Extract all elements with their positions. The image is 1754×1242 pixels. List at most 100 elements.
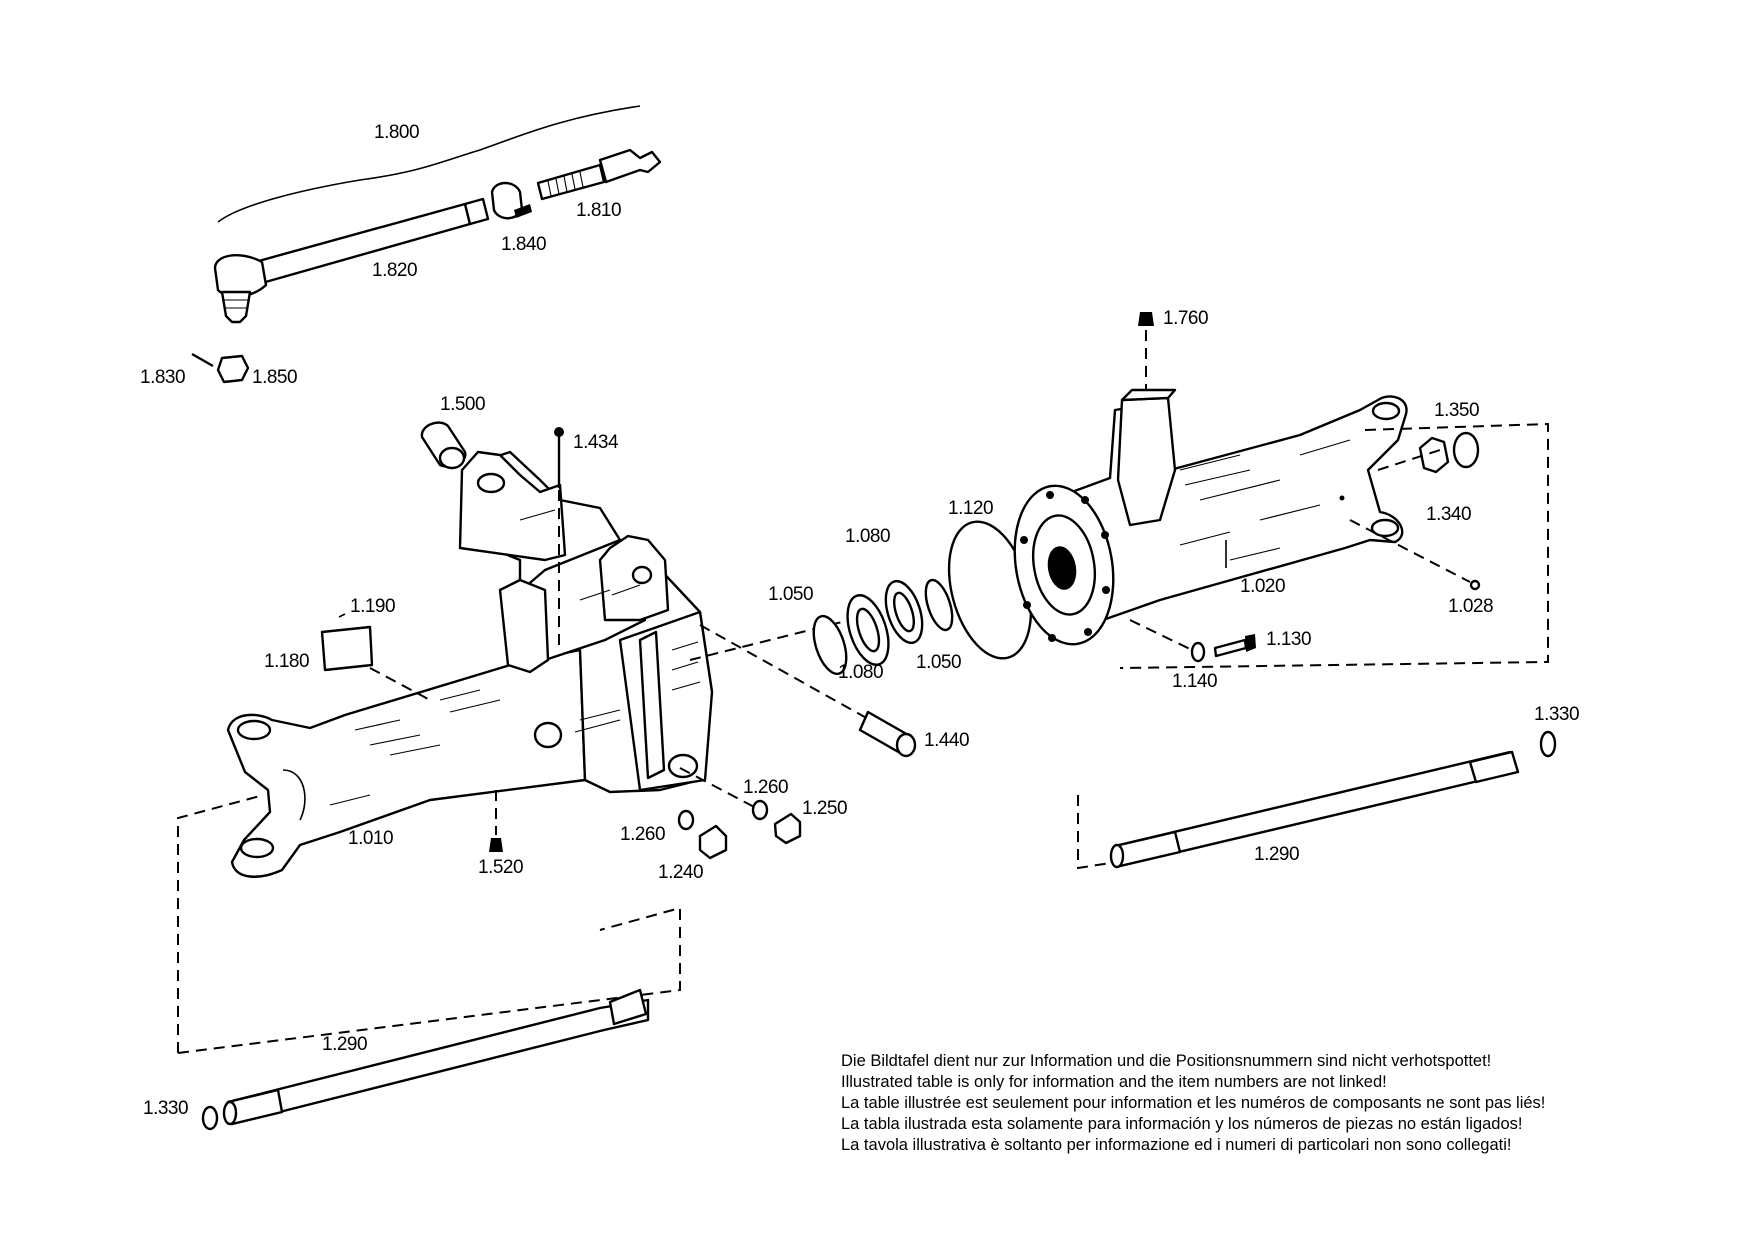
label-1010: 1.010 bbox=[348, 828, 393, 849]
screw-head-1434 bbox=[554, 427, 564, 437]
label-1260-b: 1.260 bbox=[743, 777, 788, 798]
thread-3 bbox=[563, 175, 568, 193]
screw-1520 bbox=[489, 838, 503, 852]
tie-rod-assembly bbox=[191, 105, 662, 384]
label-1850: 1.850 bbox=[252, 367, 297, 388]
label-1028: 1.028 bbox=[1448, 596, 1493, 617]
hub-parts bbox=[689, 520, 1033, 758]
cotter-pin bbox=[191, 352, 214, 368]
washer-1050b bbox=[924, 578, 954, 632]
label-1240: 1.240 bbox=[658, 862, 703, 883]
ring-1350 bbox=[1452, 431, 1480, 469]
left-housing-small-parts bbox=[320, 421, 802, 860]
disclaimer-line-fr: La table illustrée est seulement pour in… bbox=[841, 1094, 1546, 1112]
label-1810: 1.810 bbox=[576, 200, 621, 221]
screw-1760 bbox=[1138, 312, 1154, 326]
castle-nut bbox=[216, 354, 250, 384]
plug-1028 bbox=[1469, 579, 1481, 591]
plate-1180 bbox=[320, 625, 374, 672]
label-1250: 1.250 bbox=[802, 798, 847, 819]
part-number-labels: 1.800 1.810 1.840 1.820 1.830 1.850 1.50… bbox=[140, 122, 1580, 1119]
drain-hole bbox=[667, 753, 699, 779]
upper-kingpin-eye bbox=[236, 719, 272, 741]
right-shaft-thread-end bbox=[1468, 750, 1520, 784]
label-1330-right: 1.330 bbox=[1534, 704, 1579, 725]
tie-rod-end-head bbox=[213, 253, 268, 298]
right-upper-eye bbox=[1371, 401, 1401, 421]
disclaimer-line-en: Illustrated table is only for informatio… bbox=[841, 1073, 1387, 1091]
left-shaft-spline-end bbox=[608, 988, 648, 1026]
threaded-stud bbox=[536, 163, 606, 201]
disclaimer-line-de: Die Bildtafel dient nur zur Information … bbox=[841, 1052, 1492, 1070]
ear-hole bbox=[631, 565, 653, 585]
sleeve-1440-end bbox=[895, 732, 917, 758]
label-1830: 1.830 bbox=[140, 367, 185, 388]
label-1080-a: 1.080 bbox=[845, 526, 890, 547]
snap-ring-1330-left bbox=[201, 1105, 219, 1131]
label-1050-a: 1.050 bbox=[768, 584, 813, 605]
left-axle-housing bbox=[226, 450, 714, 878]
bracket-hole bbox=[476, 472, 506, 494]
body-hatching bbox=[329, 509, 701, 806]
center-plug-hole bbox=[533, 721, 563, 749]
leader-hub-left bbox=[689, 619, 851, 661]
right-shaft-tip bbox=[1109, 843, 1125, 869]
label-1434: 1.434 bbox=[573, 432, 619, 453]
leader-1340 bbox=[1377, 449, 1441, 471]
label-1020: 1.020 bbox=[1240, 576, 1285, 597]
dot-mark bbox=[1339, 495, 1345, 501]
flange-bolt-holes bbox=[1020, 491, 1110, 642]
left-axle-shaft bbox=[201, 988, 650, 1131]
plug-1250 bbox=[773, 812, 802, 845]
label-1760: 1.760 bbox=[1163, 308, 1208, 329]
right-lower-eye bbox=[1370, 518, 1400, 538]
tick-1190 bbox=[338, 613, 346, 618]
label-1500: 1.500 bbox=[440, 394, 485, 415]
label-1350: 1.350 bbox=[1434, 400, 1479, 421]
label-1840: 1.840 bbox=[501, 234, 546, 255]
disclaimer-line-it: La tavola illustrativa è soltanto per in… bbox=[841, 1136, 1512, 1154]
left-shaft-body bbox=[226, 998, 650, 1126]
thread-5 bbox=[579, 171, 584, 188]
snap-ring-1330-right bbox=[1539, 730, 1557, 758]
tie-rod-ball-stud bbox=[220, 290, 252, 324]
disclaimer-line-es: La tabla ilustrada esta solamente para i… bbox=[841, 1115, 1523, 1133]
seal-ring-1260a bbox=[677, 809, 695, 831]
left-shaft-frame bbox=[177, 795, 681, 1054]
label-1330-left: 1.330 bbox=[143, 1098, 188, 1119]
lower-kingpin-eye bbox=[239, 837, 275, 859]
bearing-1080a-bore bbox=[855, 607, 881, 653]
thread-4 bbox=[571, 173, 576, 190]
left-shaft-tip bbox=[222, 1100, 238, 1126]
right-hatching bbox=[1179, 439, 1351, 561]
bolt-1130-head bbox=[1245, 634, 1256, 652]
label-1190: 1.190 bbox=[350, 596, 395, 617]
plug-1240 bbox=[698, 824, 728, 860]
tie-rod-thread-end bbox=[463, 197, 490, 226]
tie-rod-tube bbox=[253, 202, 472, 285]
label-1120: 1.120 bbox=[948, 498, 993, 519]
tower-top bbox=[1120, 388, 1177, 402]
knuckle-boss bbox=[282, 769, 306, 821]
flange-rib bbox=[638, 630, 666, 780]
label-1180: 1.180 bbox=[264, 651, 309, 672]
label-1520: 1.520 bbox=[478, 857, 523, 878]
thread-1 bbox=[547, 180, 552, 197]
label-1440: 1.440 bbox=[924, 730, 969, 751]
kingpin-boss bbox=[498, 578, 550, 674]
disclaimer-notice: Die Bildtafel dient nur zur Information … bbox=[841, 1051, 1545, 1156]
label-1290-left: 1.290 bbox=[322, 1034, 367, 1055]
label-1820: 1.820 bbox=[372, 260, 417, 281]
clamp-bolt bbox=[514, 204, 532, 218]
left-housing-arm bbox=[226, 648, 587, 878]
washer-1140 bbox=[1190, 641, 1206, 663]
leader-1440 bbox=[699, 624, 871, 721]
label-1340: 1.340 bbox=[1426, 504, 1471, 525]
stud-joint bbox=[598, 148, 662, 184]
bearing-1080b-bore bbox=[892, 591, 916, 633]
right-axle-housing bbox=[1013, 312, 1481, 663]
bushing-bore bbox=[438, 446, 466, 470]
nut-1340 bbox=[1418, 436, 1450, 474]
leader-1250 bbox=[679, 767, 761, 811]
